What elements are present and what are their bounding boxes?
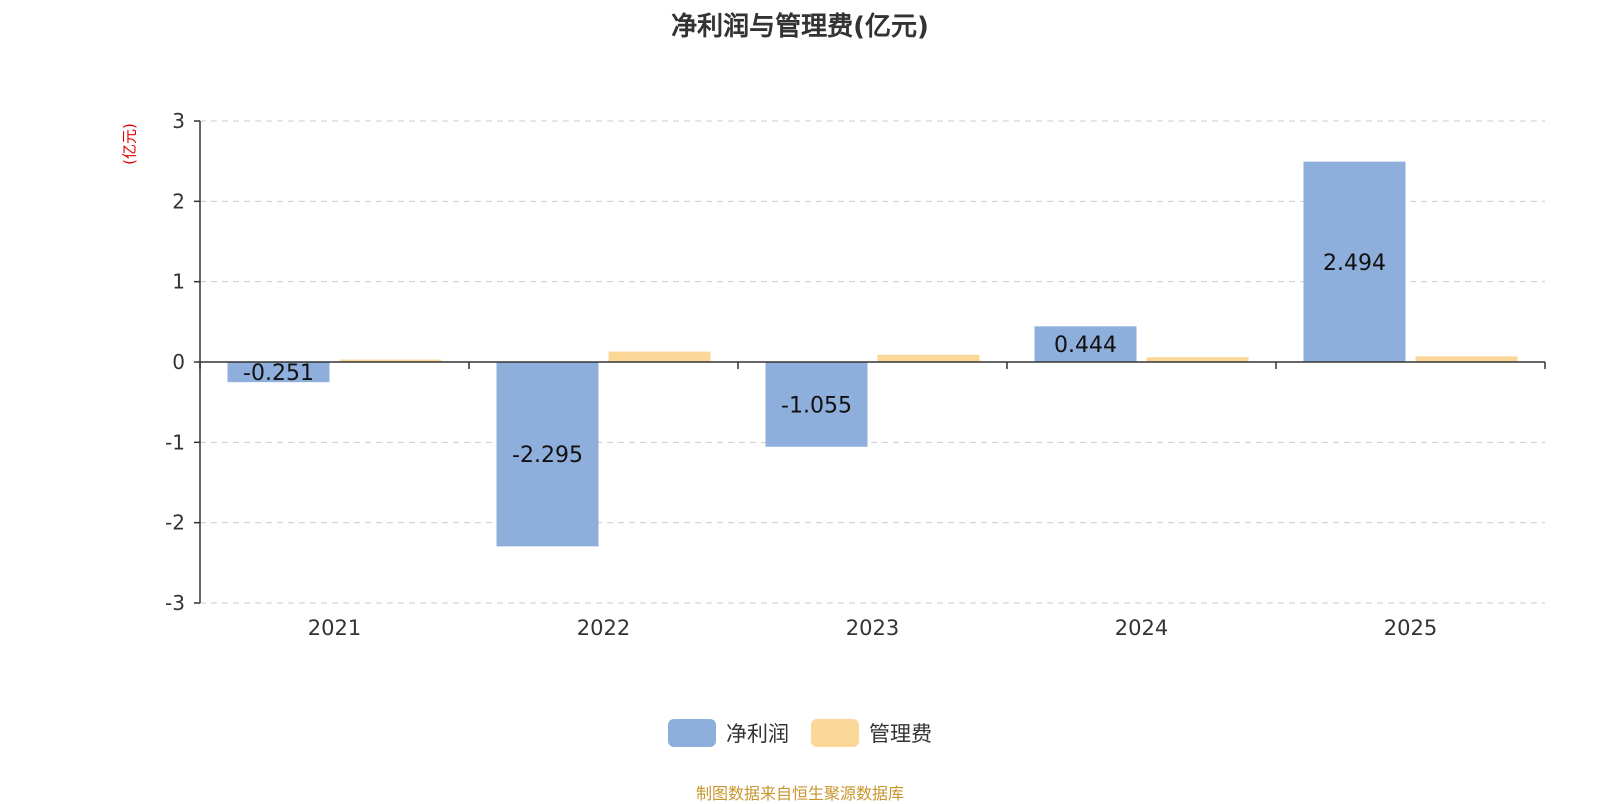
y-tick-label: -2 <box>165 511 185 535</box>
x-tick-label: 2024 <box>1115 616 1168 640</box>
y-tick-label: 1 <box>172 270 185 294</box>
bar-net-profit-2025 <box>1303 161 1406 362</box>
bar-admin-expense-2022 <box>608 351 711 362</box>
legend: 净利润 管理费 <box>0 718 1600 748</box>
legend-label-net-profit: 净利润 <box>726 722 789 746</box>
data-label-2022: -2.295 <box>512 443 583 468</box>
x-tick-label: 2025 <box>1384 616 1437 640</box>
bar-admin-expense-2021 <box>339 359 442 362</box>
data-label-2021: -0.251 <box>243 361 314 386</box>
x-tick-label: 2021 <box>308 616 361 640</box>
y-tick-label: -1 <box>165 430 185 454</box>
bar-net-profit-2022 <box>496 362 599 547</box>
bar-admin-expense-2024 <box>1146 357 1249 362</box>
y-tick-label: -3 <box>165 591 185 615</box>
y-tick-label: 0 <box>172 350 185 374</box>
y-tick-label: 3 <box>172 109 185 133</box>
bar-net-profit-2024 <box>1034 326 1137 362</box>
y-tick-label: 2 <box>172 189 185 213</box>
x-tick-label: 2023 <box>846 616 899 640</box>
bar-net-profit-2021 <box>227 362 330 383</box>
bar-net-profit-2023 <box>765 362 868 447</box>
legend-swatch-net-profit <box>668 719 716 747</box>
chart-title: 净利润与管理费(亿元) <box>671 12 929 42</box>
bar-admin-expense-2025 <box>1415 356 1518 362</box>
data-label-2024: 0.444 <box>1054 333 1117 358</box>
legend-label-admin-expense: 管理费 <box>869 722 932 746</box>
data-label-2025: 2.494 <box>1323 251 1386 276</box>
data-label-2023: -1.055 <box>781 393 852 418</box>
x-tick-label: 2022 <box>577 616 630 640</box>
legend-item-net-profit[interactable]: 净利润 <box>668 718 789 748</box>
bar-admin-expense-2023 <box>877 354 980 362</box>
legend-item-admin-expense[interactable]: 管理费 <box>811 718 932 748</box>
legend-swatch-admin-expense <box>811 719 859 747</box>
data-source-note: 制图数据来自恒生聚源数据库 <box>695 784 904 803</box>
